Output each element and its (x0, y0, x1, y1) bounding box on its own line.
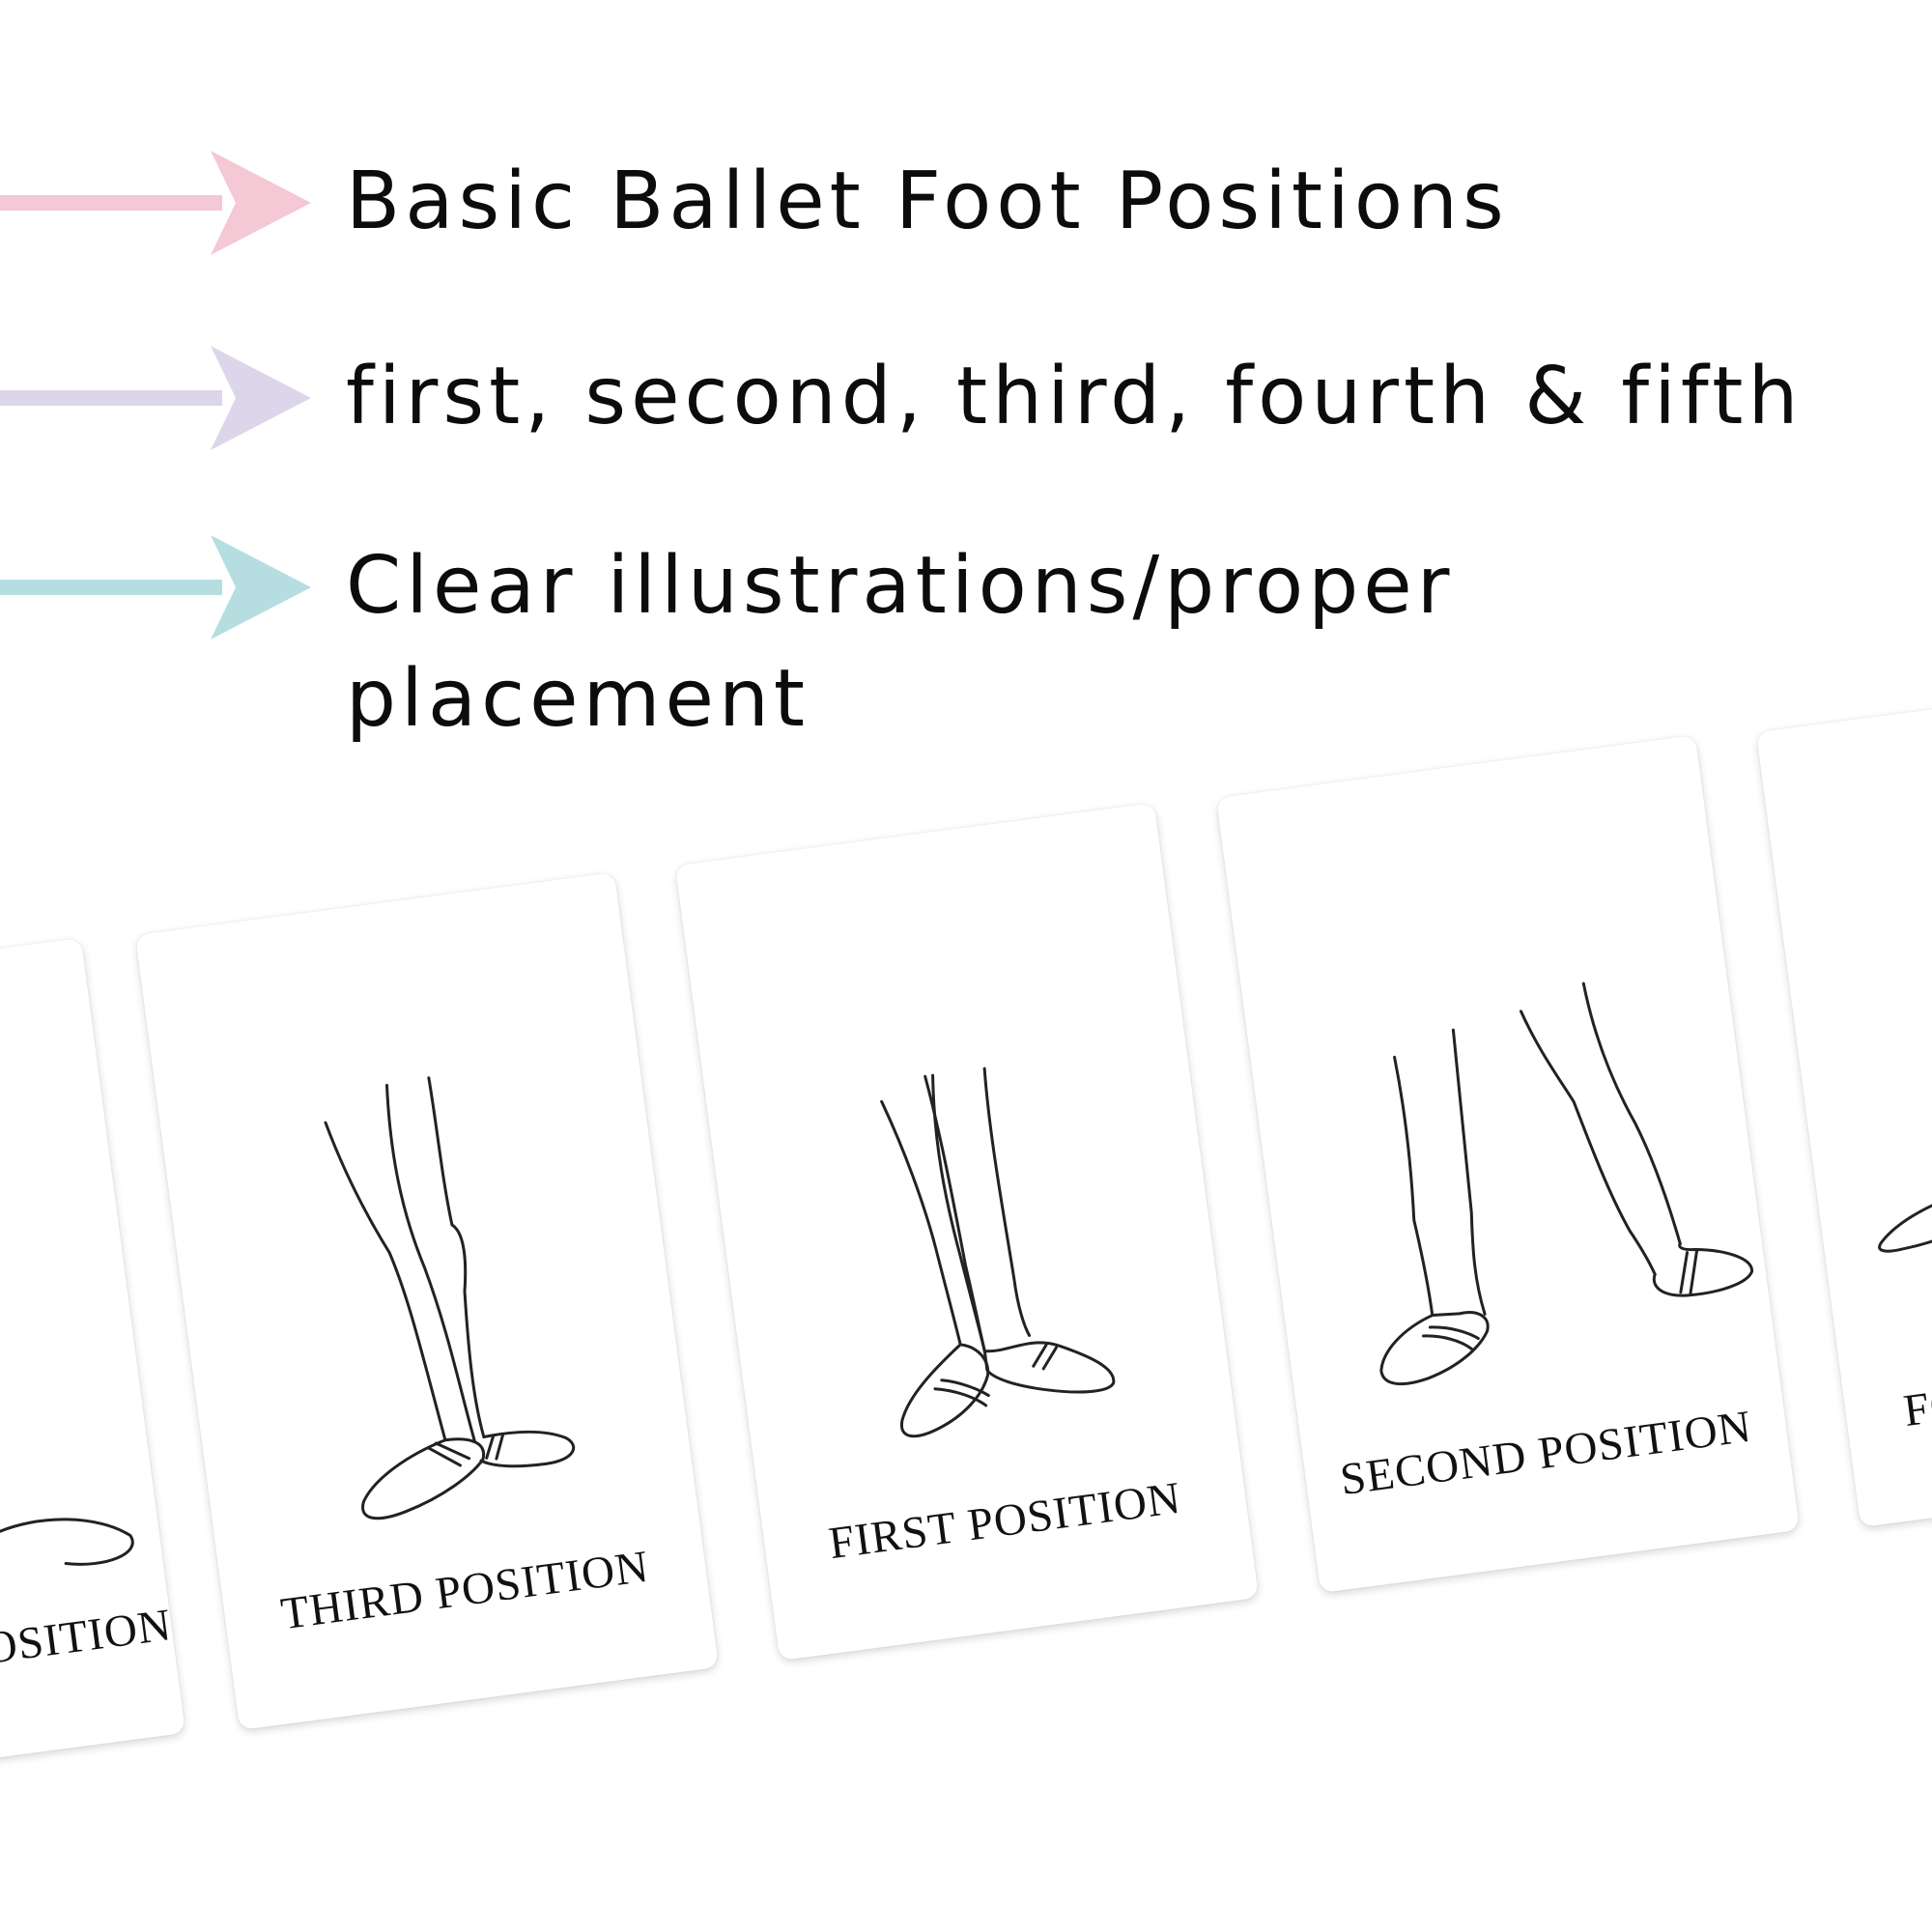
flashcard-second-position: SECOND POSITION (1215, 734, 1801, 1594)
fifth-position-feet-icon (0, 1518, 134, 1566)
feature-text-illustrations: Clear illustrations/proper placement (346, 540, 1455, 745)
arrow-right-icon (0, 535, 311, 639)
feature-row-3: Clear illustrations/proper placement (0, 529, 1932, 761)
feature-row-2: first, second, third, fourth & fifth (0, 340, 1932, 456)
second-position-feet-icon (1379, 981, 1754, 1386)
arrow-right-icon (0, 346, 311, 450)
first-position-feet-icon (880, 1066, 1116, 1438)
fourth-position-feet-icon (1878, 1187, 1932, 1253)
third-position-feet-icon (324, 1076, 576, 1520)
feature-text-title: Basic Ballet Foot Positions (346, 156, 1509, 247)
flashcard-fifth-position: FIFTH POSITION (0, 937, 186, 1797)
arrow-right-icon (0, 151, 311, 255)
flashcard-fourth-position: FOURTH POSITION (1755, 668, 1932, 1528)
feature-row-1: Basic Ballet Foot Positions (0, 145, 1932, 261)
flashcard-third-position: THIRD POSITION (134, 871, 720, 1731)
feature-text-positions: first, second, third, fourth & fifth (346, 351, 1804, 442)
flashcard-first-position: FIRST POSITION (674, 802, 1260, 1662)
